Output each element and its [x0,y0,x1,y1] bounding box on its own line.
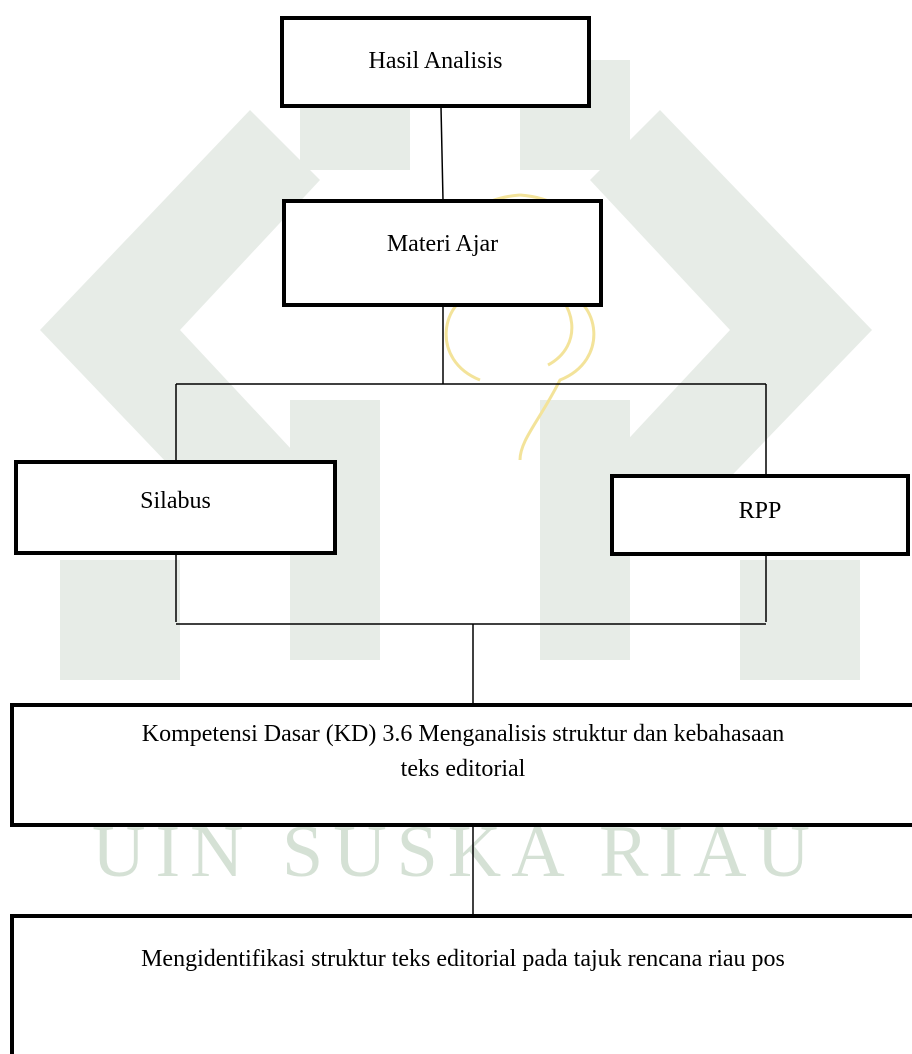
silabus-box: Silabus [14,460,337,555]
rpp-box: RPP [610,474,910,556]
hasil-analisis-label: Hasil Analisis [368,48,503,74]
kompetensi-dasar-label-line1: Kompetensi Dasar (KD) 3.6 Menganalisis s… [141,721,785,747]
silabus-label: Silabus [140,488,211,514]
rpp-label: RPP [738,498,782,524]
kompetensi-dasar-box: Kompetensi Dasar (KD) 3.6 Menganalisis s… [10,703,912,827]
identifikasi-box: Mengidentifikasi struktur teks editorial… [10,914,912,1054]
kompetensi-dasar-label-line2: teks editorial [400,756,526,782]
materi-ajar-box: Materi Ajar [282,199,603,307]
materi-ajar-label: Materi Ajar [386,231,499,257]
hasil-analisis-box: Hasil Analisis [280,16,591,108]
identifikasi-label: Mengidentifikasi struktur teks editorial… [141,946,785,972]
